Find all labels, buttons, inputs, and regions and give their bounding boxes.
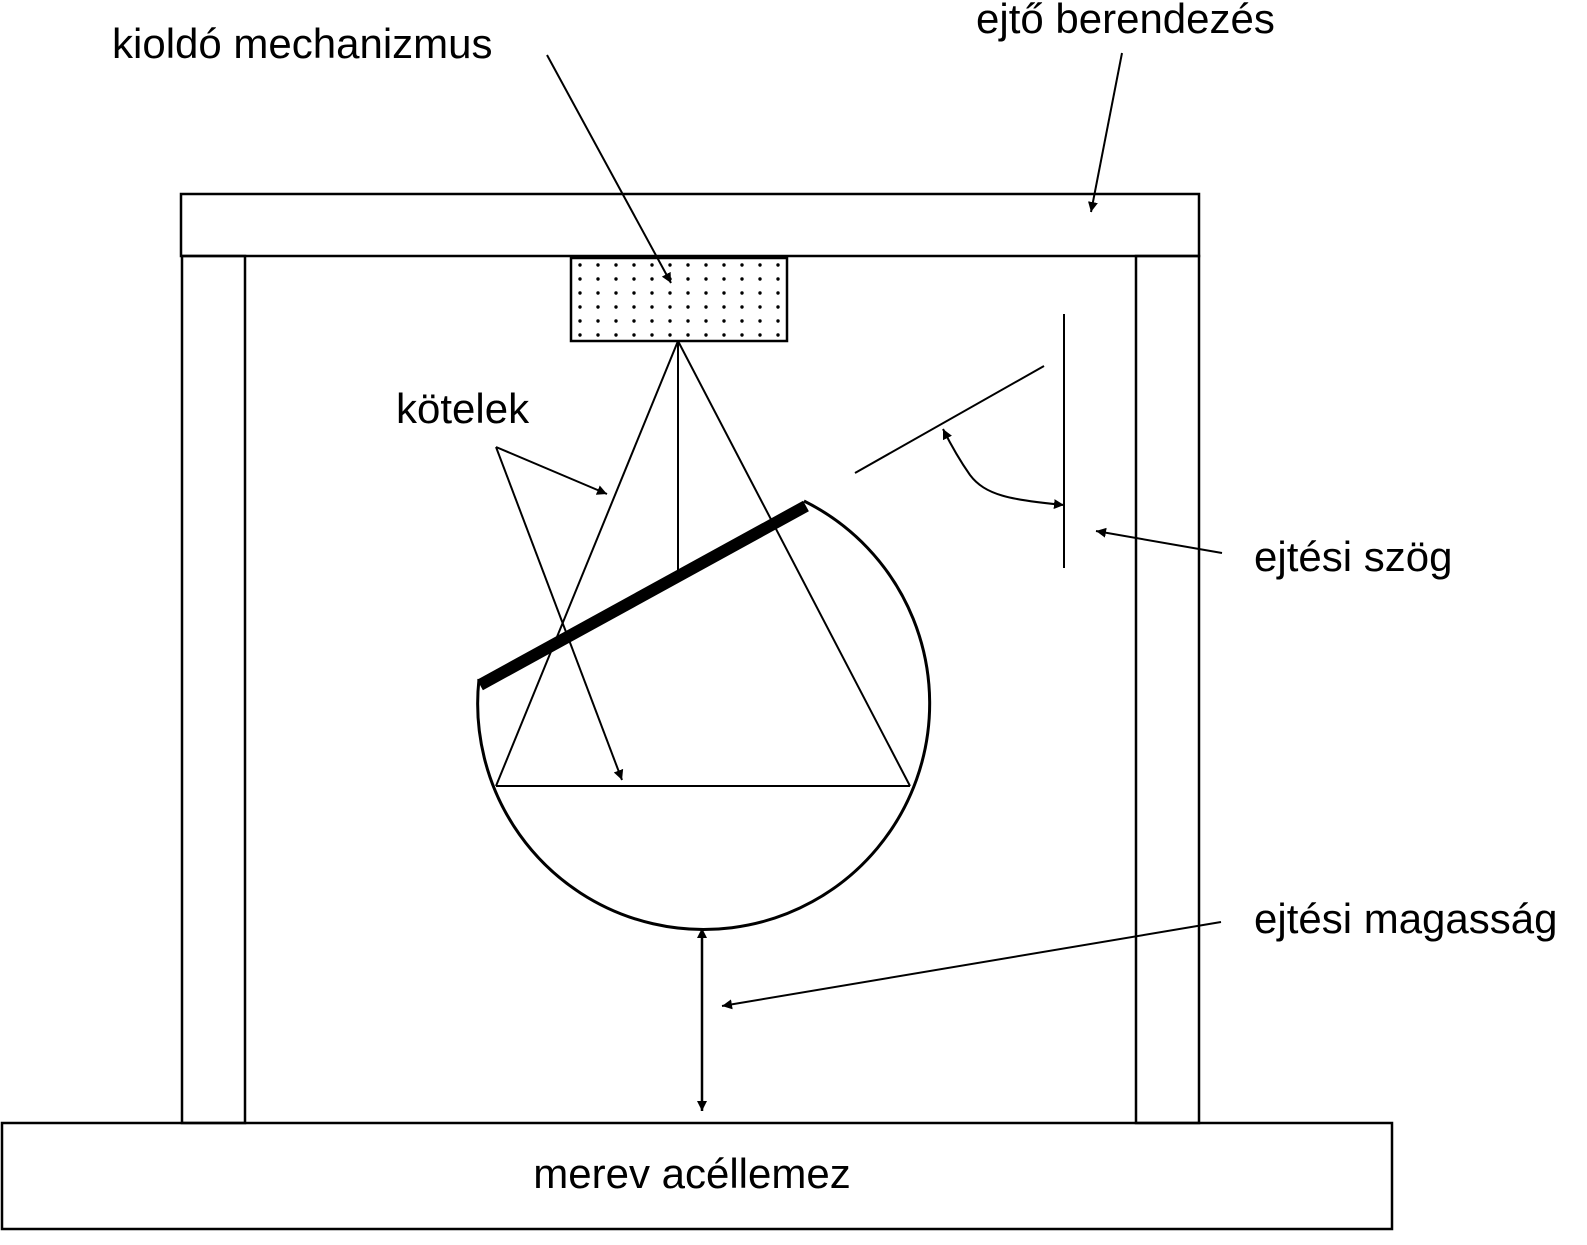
left-post <box>180 254 247 1125</box>
steel-plate <box>0 1121 1394 1231</box>
ropes-label: kötelek <box>396 385 530 432</box>
angle-inclined-reference <box>854 365 1045 474</box>
rope-right <box>677 340 911 787</box>
leader-drop-apparatus <box>1088 52 1123 213</box>
drop-apparatus-label: ejtő berendezés <box>976 0 1275 42</box>
steel-plate-label: merev acéllemez <box>533 1150 850 1197</box>
release-mechanism-box <box>569 256 789 343</box>
leader-drop-angle <box>1095 527 1223 554</box>
test-object-flat-edge <box>477 500 809 691</box>
top-beam <box>179 192 1201 258</box>
leader-ropes-2 <box>495 446 624 781</box>
leader-drop-height <box>721 921 1222 1010</box>
leader-release-mechanism <box>546 54 672 284</box>
angle-arc-arrow <box>942 428 1065 510</box>
drop-height-label: ejtési magasság <box>1254 895 1558 942</box>
right-post <box>1134 254 1201 1125</box>
drop-angle-label: ejtési szög <box>1254 533 1452 580</box>
rope-left <box>495 340 679 787</box>
release-mechanism-label: kioldó mechanizmus <box>112 20 493 67</box>
test-object-outline <box>476 499 932 931</box>
leader-ropes-1 <box>495 446 608 495</box>
